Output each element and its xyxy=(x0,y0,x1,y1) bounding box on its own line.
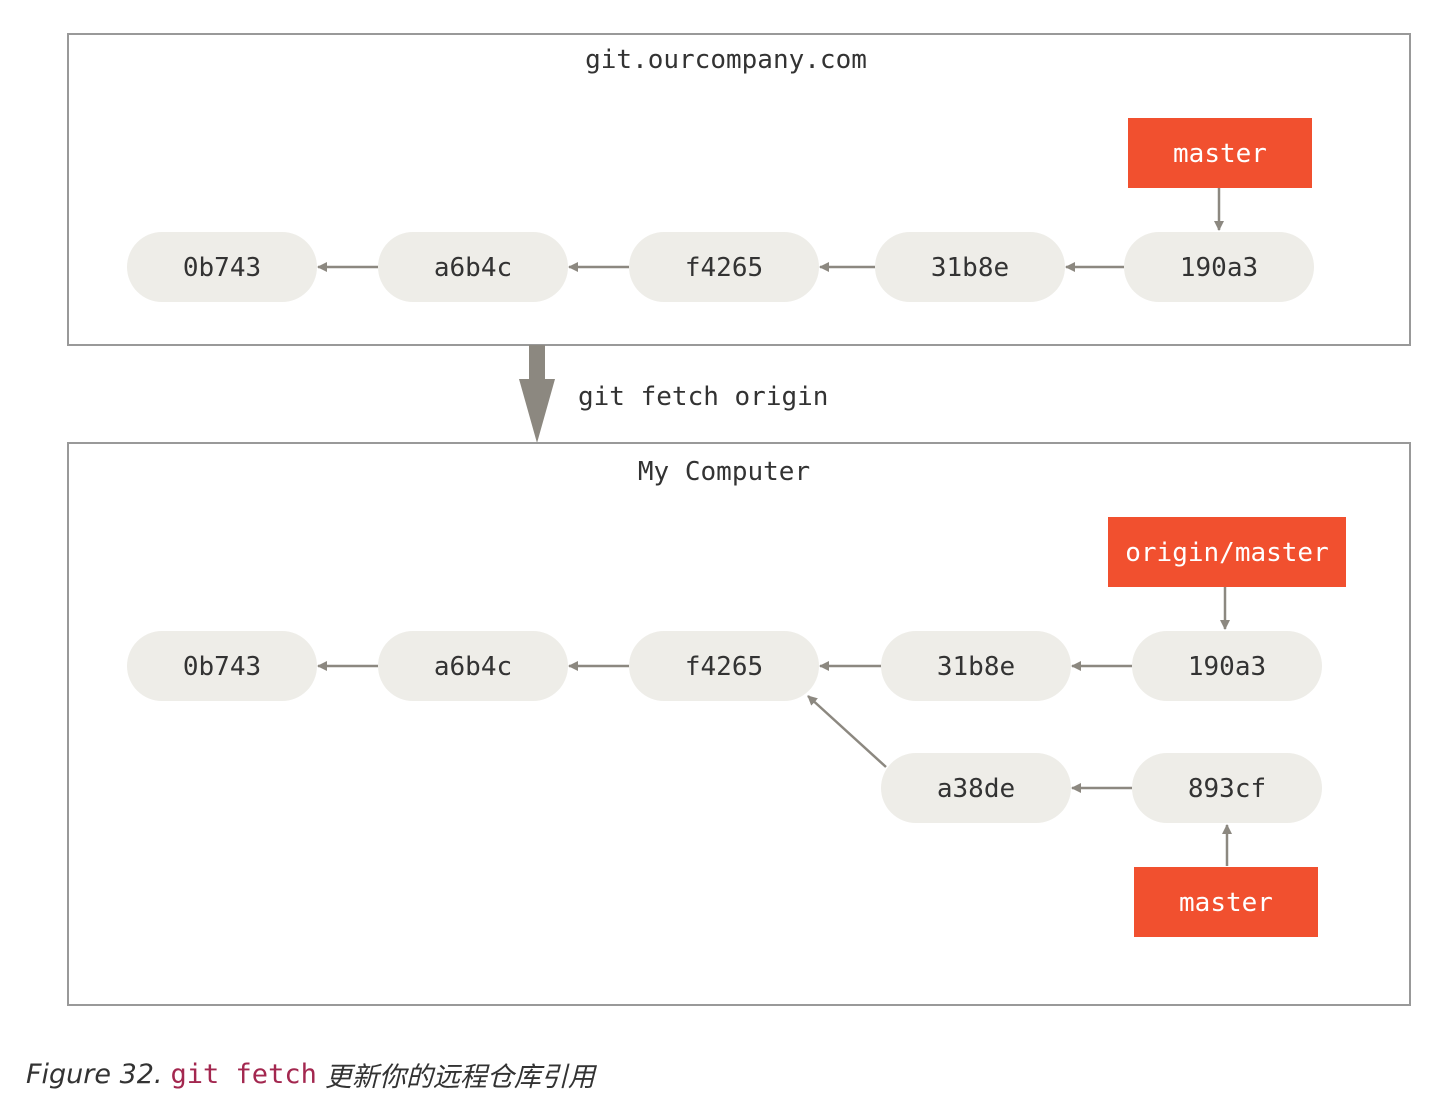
remote-commit-node xyxy=(378,232,568,302)
local-commit-node xyxy=(881,631,1071,701)
fetch-operation: git fetch origin xyxy=(519,345,828,443)
local-commit-chain: 0b743 a6b4c f4265 31b8e 190a3 xyxy=(127,631,1322,701)
local-commit-label: 31b8e xyxy=(937,652,1015,682)
local-commit-node xyxy=(127,631,317,701)
remote-commit-label: a6b4c xyxy=(434,253,512,283)
local-branch-commits: a38de 893cf xyxy=(807,695,1322,823)
caption-command: git fetch xyxy=(170,1058,317,1090)
remote-commit-label: 31b8e xyxy=(931,253,1009,283)
remote-branch-master: master xyxy=(1128,118,1312,188)
local-commit-label: 0b743 xyxy=(183,652,261,682)
local-commit-label: f4265 xyxy=(685,652,763,682)
remote-commit-label: 190a3 xyxy=(1180,253,1258,283)
origin-master-label: origin/master xyxy=(1125,538,1329,568)
caption-figure-number: Figure 32. xyxy=(26,1058,163,1090)
fetch-arrow-shaft xyxy=(529,345,545,381)
fetch-arrow-head xyxy=(519,379,555,443)
remote-commit-label: f4265 xyxy=(685,253,763,283)
local-branch-commit-node xyxy=(881,753,1071,823)
local-commit-node xyxy=(378,631,568,701)
diagram-canvas: git.ourcompany.com master 0b743 a6b4c f4… xyxy=(67,33,1411,1006)
remote-commit-chain: 0b743 a6b4c f4265 31b8e 190a3 xyxy=(127,232,1314,302)
origin-master-label-box xyxy=(1108,517,1346,587)
local-commit-node xyxy=(629,631,819,701)
fetch-command-label: git fetch origin xyxy=(578,382,828,412)
remote-master-label-box xyxy=(1128,118,1312,188)
diverge-parent-arrow xyxy=(807,695,887,768)
origin-master-ref: origin/master xyxy=(1108,517,1346,587)
figure-caption: Figure 32. git fetch 更新你的远程仓库引用 xyxy=(26,1052,595,1096)
remote-master-label: master xyxy=(1173,139,1267,169)
caption-description: 更新你的远程仓库引用 xyxy=(324,1061,595,1093)
remote-commit-node xyxy=(127,232,317,302)
local-branch-master: master xyxy=(1134,867,1318,937)
local-title: My Computer xyxy=(638,457,810,487)
local-branch-commit-node xyxy=(1132,753,1322,823)
local-branch-commit-label: 893cf xyxy=(1188,774,1266,804)
local-commit-node xyxy=(1132,631,1322,701)
remote-commit-node xyxy=(629,232,819,302)
remote-commit-node xyxy=(875,232,1065,302)
local-master-label-box xyxy=(1134,867,1318,937)
local-commit-label: a6b4c xyxy=(434,652,512,682)
remote-commit-label: 0b743 xyxy=(183,253,261,283)
local-branch-commit-label: a38de xyxy=(937,774,1015,804)
remote-title: git.ourcompany.com xyxy=(585,45,867,75)
remote-repository: git.ourcompany.com master 0b743 a6b4c f4… xyxy=(67,33,1411,346)
remote-commit-node xyxy=(1124,232,1314,302)
local-master-label: master xyxy=(1179,888,1273,918)
local-commit-label: 190a3 xyxy=(1188,652,1266,682)
local-repository: My Computer origin/master 0b743 a6b4c f4… xyxy=(67,442,1411,1006)
